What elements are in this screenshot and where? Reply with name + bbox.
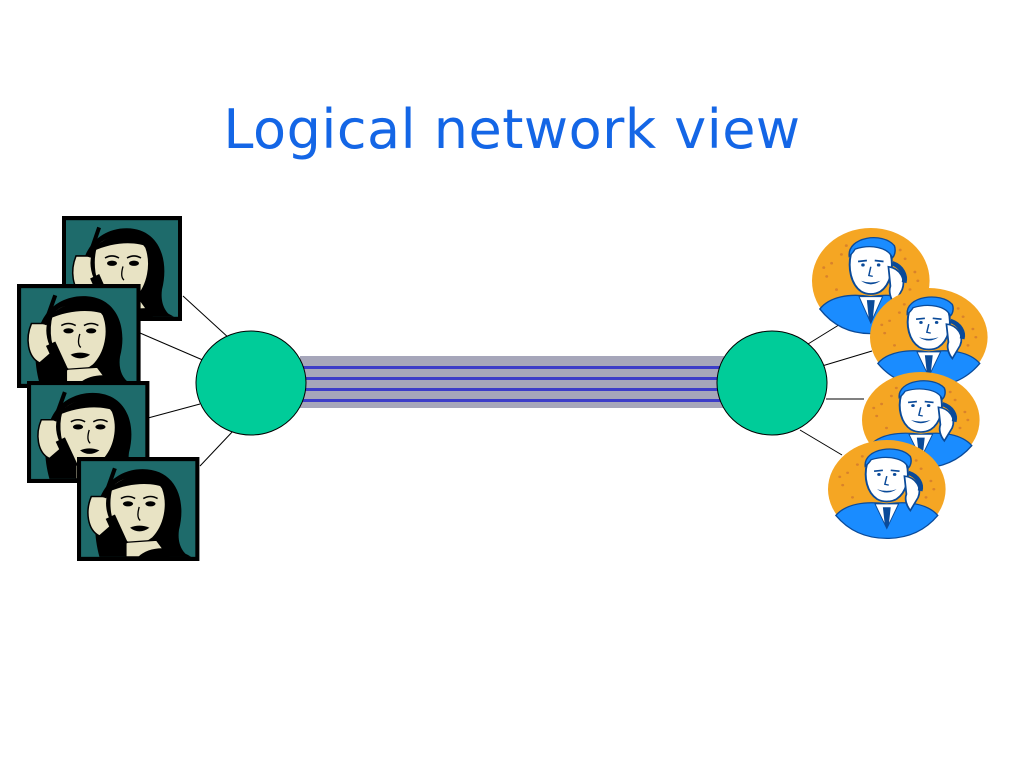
man-on-phone-icon [828, 440, 946, 538]
trunk-channel [300, 388, 724, 391]
left-endpoints [16, 215, 201, 562]
link-line [821, 350, 873, 367]
trunk-channel [300, 402, 724, 408]
woman-on-phone-icon [76, 456, 201, 562]
trunk-channel [300, 391, 724, 399]
trunk-channel-bundle [300, 356, 724, 408]
right-endpoints [812, 228, 988, 538]
left-link-lines [139, 295, 235, 467]
man-on-phone-icon [870, 288, 988, 386]
trunk-channel [300, 366, 724, 369]
link-line [199, 429, 235, 467]
trunk-channel [300, 399, 724, 402]
link-line [139, 332, 206, 362]
trunk-channel [300, 380, 724, 388]
woman-on-phone-icon [16, 283, 142, 389]
link-line [182, 295, 231, 340]
left-switch-node [195, 330, 307, 436]
right-switch-node [716, 330, 828, 436]
trunk-channel [300, 369, 724, 377]
trunk-channel [300, 356, 724, 366]
link-line [147, 403, 201, 419]
link-line [807, 322, 843, 345]
right-link-lines [799, 322, 873, 456]
trunk-channel [300, 377, 724, 380]
link-line [799, 429, 843, 456]
slide-title: Logical network view [223, 98, 801, 161]
